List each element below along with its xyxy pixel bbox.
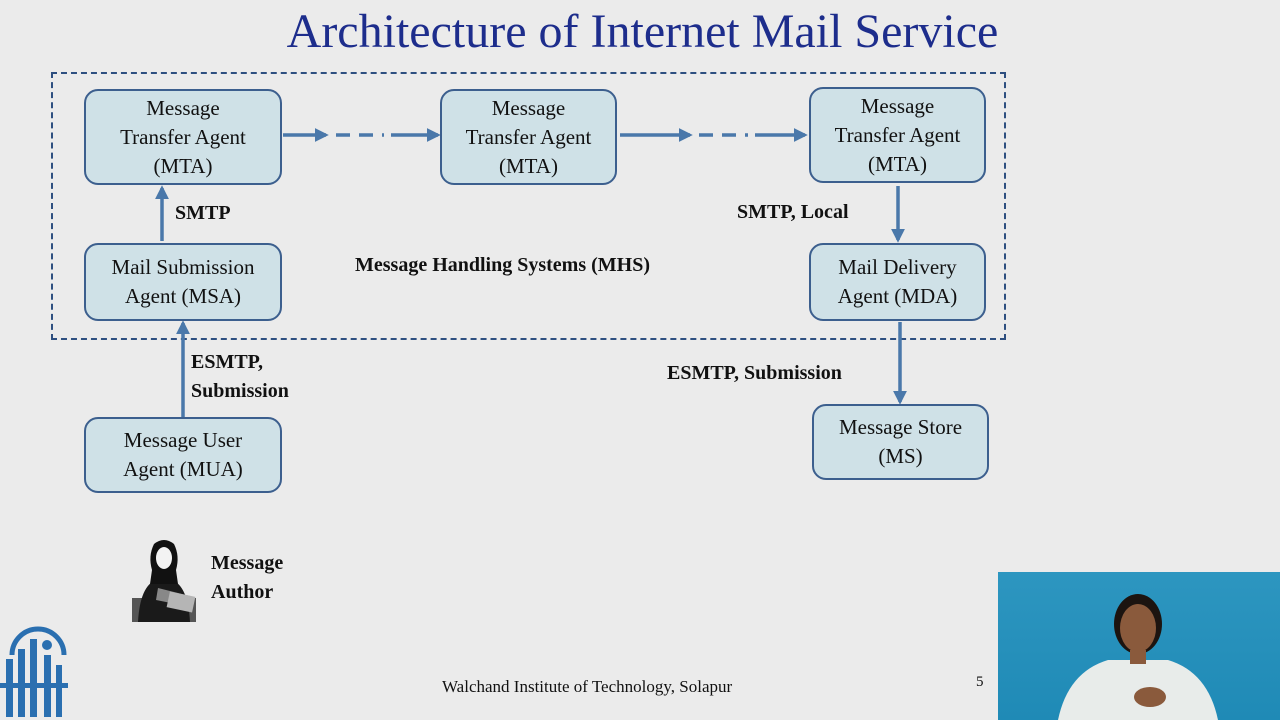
node-mua: Message User Agent (MUA) xyxy=(84,417,282,493)
label-smtp-local: SMTP, Local xyxy=(737,201,849,223)
node-mta-3: Message Transfer Agent (MTA) xyxy=(809,87,986,183)
node-text-line: (MTA) xyxy=(153,153,213,178)
node-text-line: Message xyxy=(146,95,220,120)
node-text-line: Agent (MDA) xyxy=(837,284,958,308)
node-mta-2: Message Transfer Agent (MTA) xyxy=(440,89,617,185)
label-line: Message xyxy=(211,552,284,574)
slide-footer: Walchand Institute of Technology, Solapu… xyxy=(442,677,733,696)
node-ms: Message Store (MS) xyxy=(812,404,989,480)
presenter-figure-icon xyxy=(1058,594,1218,720)
node-text-line: Mail Delivery xyxy=(838,255,957,279)
node-mda: Mail Delivery Agent (MDA) xyxy=(809,243,986,321)
node-text-line: (MTA) xyxy=(499,153,558,178)
node-text-line: Transfer Agent xyxy=(120,124,246,149)
node-msa: Mail Submission Agent (MSA) xyxy=(84,243,282,321)
label-message-author: Message Author xyxy=(211,549,283,607)
node-text-line: Agent (MSA) xyxy=(124,284,242,308)
presenter-video xyxy=(998,572,1280,720)
mhs-boundary xyxy=(51,72,1006,340)
label-line: ESMTP, xyxy=(191,351,264,373)
node-text-line: Transfer Agent xyxy=(465,124,592,149)
node-text-line: (MS) xyxy=(878,444,923,468)
label-line: Author xyxy=(211,581,274,603)
page-number: 5 xyxy=(976,674,984,690)
label-line: Submission xyxy=(191,380,289,402)
slide-title: Architecture of Internet Mail Service xyxy=(286,5,999,58)
message-author-icon xyxy=(132,540,196,622)
node-text-line: (MTA) xyxy=(868,151,927,176)
label-esmtp-submission-right: ESMTP, Submission xyxy=(667,362,842,384)
node-text-line: Message xyxy=(860,93,935,118)
node-text-line: Message User xyxy=(123,428,243,452)
label-esmtp-submission-left: ESMTP, Submission xyxy=(191,348,289,406)
label-mhs: Message Handling Systems (MHS) xyxy=(355,254,650,276)
node-text-line: Mail Submission xyxy=(111,255,255,279)
node-text-line: Agent (MUA) xyxy=(123,457,243,481)
label-smtp: SMTP xyxy=(175,202,231,224)
node-mta-1: Message Transfer Agent (MTA) xyxy=(84,89,282,185)
institute-logo xyxy=(0,626,68,717)
node-text-line: Message Store xyxy=(838,415,963,439)
node-text-line: Message xyxy=(491,95,566,120)
node-text-line: Transfer Agent xyxy=(834,122,961,147)
